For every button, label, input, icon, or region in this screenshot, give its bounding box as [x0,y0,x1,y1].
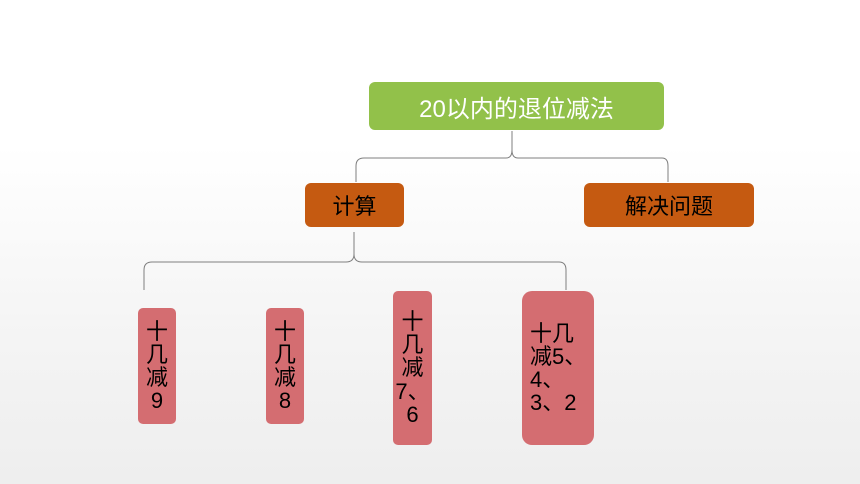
brace-root [355,131,669,182]
root-label: 20以内的退位减法 [419,95,614,123]
leaf-minus-8-label: 十几减8 [273,318,296,414]
branch-problem-solving: 解决问题 [584,183,754,227]
leaf-minus-5-4-3-2: 十几减5、4、3、2 [522,291,594,445]
branch-problem-solving-label: 解决问题 [624,194,713,219]
branch-calculation-label: 计算 [332,194,377,219]
leaf-minus-7-6-label: 十几减7、6 [395,309,430,427]
leaf-minus-8: 十几减8 [266,308,304,424]
leaf-minus-9-label: 十几减9 [145,318,168,414]
leaf-minus-9: 十几减9 [138,308,176,424]
branch-calculation: 计算 [305,183,404,227]
leaf-minus-5-4-3-2-label: 十几减5、4、3、2 [530,320,587,416]
root-node: 20以内的退位减法 [369,82,664,130]
leaf-minus-7-6: 十几减7、6 [393,291,432,445]
brace-calc [143,232,567,290]
